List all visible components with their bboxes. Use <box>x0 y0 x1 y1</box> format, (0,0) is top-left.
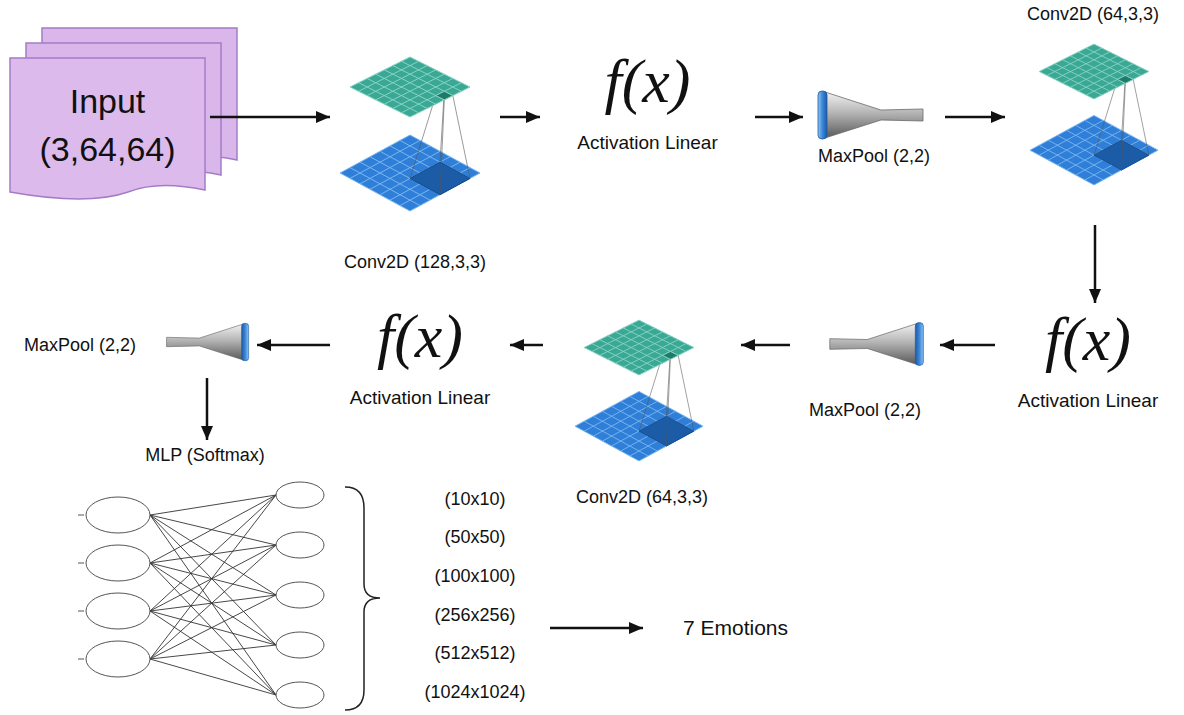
input-stack: Input (3,64,64) <box>10 58 205 194</box>
pool-funnel <box>830 323 924 366</box>
flow-arrow <box>510 344 543 347</box>
input-pages <box>10 28 237 199</box>
maxpool-layer: MaxPool (2,2) <box>795 315 935 421</box>
activation-symbol: f(x) <box>604 50 690 112</box>
layer-caption: Activation Linear <box>1018 390 1158 412</box>
conv-grid <box>340 57 480 211</box>
pool-funnel <box>167 323 249 361</box>
layer-caption: MLP (Softmax) <box>145 445 265 466</box>
layer-caption: MaxPool (2,2) <box>20 335 136 356</box>
activation-symbol: f(x) <box>377 305 463 367</box>
conv-grid <box>575 320 703 461</box>
layer-caption: MaxPool (2,2) <box>809 400 921 421</box>
conv-layer: Conv2D (64,3,3) <box>1010 4 1176 220</box>
pool-funnel <box>818 91 923 139</box>
mlp-block: MLP (Softmax) <box>80 445 330 713</box>
layer-caption: Conv2D (128,3,3) <box>344 252 486 273</box>
activation-block: f(x) Activation Linear <box>545 50 750 160</box>
activation-block: f(x) Activation Linear <box>335 305 505 417</box>
layer-caption: (512x512) <box>434 643 515 664</box>
bracket <box>345 487 380 710</box>
flow-arrow <box>945 116 1005 119</box>
flow-arrow <box>206 378 209 440</box>
layer-caption: (1024x1024) <box>424 682 525 703</box>
flow-arrow <box>500 116 540 119</box>
activation-block: f(x) Activation Linear <box>1000 308 1176 420</box>
conv-layer: Conv2D (64,3,3) <box>548 310 736 508</box>
output-label: 7 Emotions <box>648 608 823 648</box>
layer-caption: Activation Linear <box>577 132 717 154</box>
layer-caption: (50x50) <box>444 527 505 548</box>
flow-arrow <box>210 116 330 119</box>
flow-arrow <box>1094 225 1097 303</box>
activation-symbol: f(x) <box>1045 308 1131 370</box>
flow-arrow <box>940 344 995 347</box>
layer-caption: (10x10) <box>444 489 505 510</box>
flow-arrow <box>257 344 330 347</box>
layer-caption: Conv2D (64,3,3) <box>1027 4 1159 25</box>
layer-caption: 7 Emotions <box>683 616 788 640</box>
maxpool-layer: MaxPool (2,2) <box>20 318 252 373</box>
maxpool-layer: MaxPool (2,2) <box>808 85 940 167</box>
layer-caption: Conv2D (64,3,3) <box>576 487 708 508</box>
layer-caption: (100x100) <box>434 566 515 587</box>
layer-caption: (256x256) <box>434 605 515 626</box>
layer-caption: MaxPool (2,2) <box>818 146 930 167</box>
flow-arrow <box>550 627 643 630</box>
layer-caption: Activation Linear <box>350 387 490 409</box>
flow-arrow <box>741 344 790 347</box>
mlp-network <box>78 482 324 708</box>
flow-arrow <box>755 116 803 119</box>
layer-sizes: (10x10) (50x50) (100x100) (256x256) (512x512… <box>405 480 545 712</box>
conv-grid <box>1030 44 1158 185</box>
conv-layer: Conv2D (128,3,3) <box>335 45 495 273</box>
layer-caption: Input (3,64,64) <box>23 78 193 173</box>
